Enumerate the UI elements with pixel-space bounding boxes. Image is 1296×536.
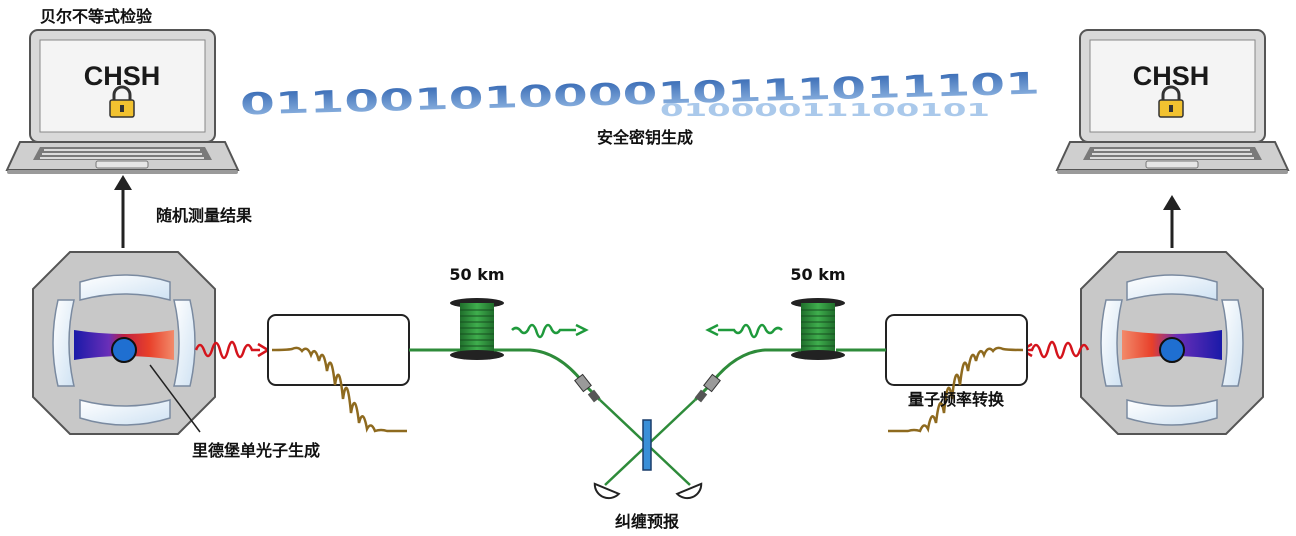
- right-green-wave: [718, 323, 783, 339]
- right-up-arrow: [1163, 195, 1181, 248]
- right-fiber-spool: [791, 298, 845, 360]
- left-emission-wave: [194, 340, 260, 360]
- beam-splitter: [642, 419, 652, 471]
- left-fiber-length: 50 km: [449, 265, 504, 284]
- right-lock-icon: [1158, 85, 1184, 118]
- right-fiber-connector: [694, 373, 721, 403]
- rydberg-source-label: 里德堡单光子生成: [192, 441, 320, 460]
- left-pulse-box: [267, 314, 410, 433]
- random-results-label: 随机测量结果: [156, 206, 252, 225]
- heralding-label: 纠缠预报: [615, 512, 679, 531]
- left-detector-icon: [593, 482, 621, 500]
- left-fiber-spool: [450, 298, 504, 360]
- right-rydberg-chamber: [1080, 251, 1264, 435]
- bell-test-label: 贝尔不等式检验: [40, 7, 153, 26]
- bitstream: 01100101000010111011101 01000011100101: [240, 67, 1041, 123]
- right-emission-wave: [1024, 340, 1090, 360]
- left-green-wave: [511, 323, 576, 339]
- left-rydberg-chamber: [32, 251, 216, 435]
- right-detector-icon: [675, 482, 703, 500]
- right-fiber: [693, 348, 801, 402]
- right-pulse-box: [885, 314, 1028, 433]
- right-fiber-length: 50 km: [790, 265, 845, 284]
- freq-conversion-label: 量子频率转换: [908, 390, 1005, 409]
- left-up-arrow: [114, 175, 132, 248]
- left-fiber-connector: [574, 373, 601, 403]
- bitstream-lower: 01000011100101: [660, 100, 990, 121]
- left-fiber: [494, 348, 602, 402]
- left-lock-icon: [109, 85, 135, 118]
- rydberg-pointer-line: [149, 364, 201, 433]
- secure-key-label: 安全密钥生成: [597, 128, 693, 147]
